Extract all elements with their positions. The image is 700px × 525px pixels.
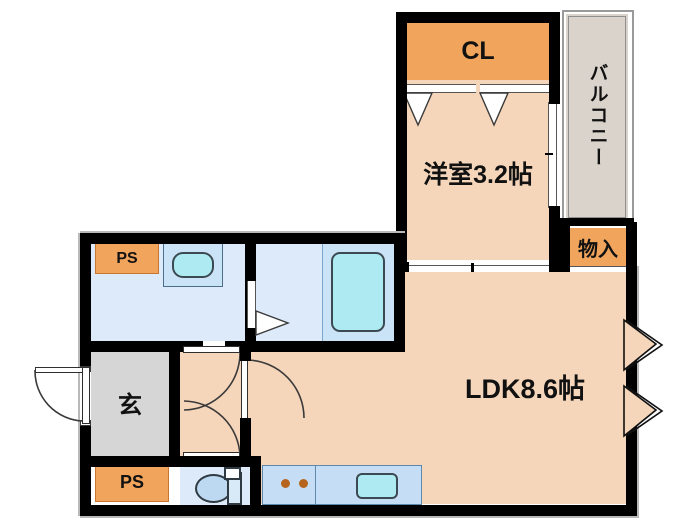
- wall-outer-left-lower-b: [80, 425, 91, 516]
- wall-bedroom-bottom-right-stub: [549, 262, 560, 273]
- kitchen-sink: [356, 473, 398, 499]
- wall-ldk-bottom: [80, 505, 637, 516]
- closet-folding-door-rail-right[interactable]: [480, 84, 552, 93]
- wall-toilet-right: [250, 456, 261, 516]
- ldk-bay-window-1[interactable]: [622, 318, 680, 372]
- entrance-door-threshold: [82, 367, 90, 424]
- ldk-bay-window-2[interactable]: [622, 384, 680, 438]
- corridor-ldk-door-swing-arc: [247, 359, 305, 419]
- wall-wetblock-bottom-left: [80, 341, 203, 352]
- entrance-door-swing-arc: [34, 369, 84, 422]
- room-label-balcony: バルコニー: [586, 62, 608, 168]
- wall-corridor-bottom: [169, 456, 251, 467]
- wall-corridor-ldk-jamb-top: [240, 352, 251, 361]
- balcony-door-jamb-mark: [545, 153, 553, 155]
- room-label-entrance: 玄: [118, 391, 142, 419]
- room-storage-floor: [570, 228, 626, 266]
- washroom-door-swing-arc: [183, 352, 241, 411]
- balcony-sliding-door-upper[interactable]: [548, 102, 557, 155]
- washroom-door-leaf[interactable]: [183, 346, 240, 353]
- wall-outer-left-upper: [80, 233, 91, 348]
- toilet-door-swing-arc: [183, 400, 241, 457]
- gas-stove-burner-right: [299, 479, 308, 488]
- wall-ldk-right-edge-line: [637, 266, 639, 518]
- wall-wetblock-top-edge-line: [80, 231, 405, 233]
- room-label-closet: CL: [461, 36, 495, 65]
- gas-stove-burner-left: [281, 479, 290, 488]
- bath-zone-divider: [322, 243, 323, 341]
- wall-corridor-ldk-jamb-bottom: [240, 418, 251, 464]
- wall-ldk-right-window1-gap: [626, 370, 637, 386]
- closet-folding-door-rail-left[interactable]: [404, 84, 476, 93]
- wall-outer-left-lower-a: [80, 348, 91, 368]
- wall-genkan-right: [169, 341, 180, 467]
- balcony-railing-inner: [568, 16, 626, 218]
- room-closet-floor: [403, 22, 553, 80]
- toilet-lid: [224, 467, 241, 480]
- kitchen-counter-outline: [262, 465, 422, 505]
- wall-left-edge-line: [78, 233, 80, 516]
- room-label-bedroom: 洋室3.2帖: [423, 161, 533, 189]
- wall-wetblock-top: [80, 233, 405, 244]
- wall-genkan-bottom: [80, 456, 180, 467]
- room-entrance-floor: [91, 352, 169, 462]
- bath-door-panel[interactable]: [247, 281, 256, 328]
- room-label-storage: 物入: [578, 238, 618, 261]
- balcony-sliding-door-lower[interactable]: [548, 155, 557, 208]
- wall-ldk-bottom-edge-line: [80, 516, 637, 518]
- washbasin: [172, 252, 214, 278]
- wall-storage-left: [560, 222, 570, 274]
- kitchen-stove-sink-divider: [315, 465, 316, 505]
- bathtub: [331, 252, 385, 332]
- wall-balcony-bottom: [549, 218, 634, 226]
- bath-fold-outline: [255, 309, 290, 337]
- wall-storage-right: [626, 222, 637, 274]
- room-balcony: [566, 14, 628, 220]
- wall-bedroom-right-upper: [549, 12, 560, 104]
- wall-bedroom-top: [396, 12, 560, 23]
- wall-bedroom-right-lower: [549, 206, 560, 264]
- room-label-ldk: LDK8.6帖: [464, 373, 586, 404]
- closet-fold-outline-left: [402, 92, 434, 127]
- tag-ps-upper: PS: [95, 243, 159, 274]
- wall-bedroom-left: [396, 12, 407, 264]
- tag-ps-lower: PS: [95, 463, 169, 502]
- wall-wetblock-bottom-mid: [225, 341, 405, 352]
- closet-fold-outline-right: [478, 92, 510, 127]
- wall-bath-right: [394, 233, 405, 352]
- bedroom-ldk-door-center-jamb: [471, 263, 474, 276]
